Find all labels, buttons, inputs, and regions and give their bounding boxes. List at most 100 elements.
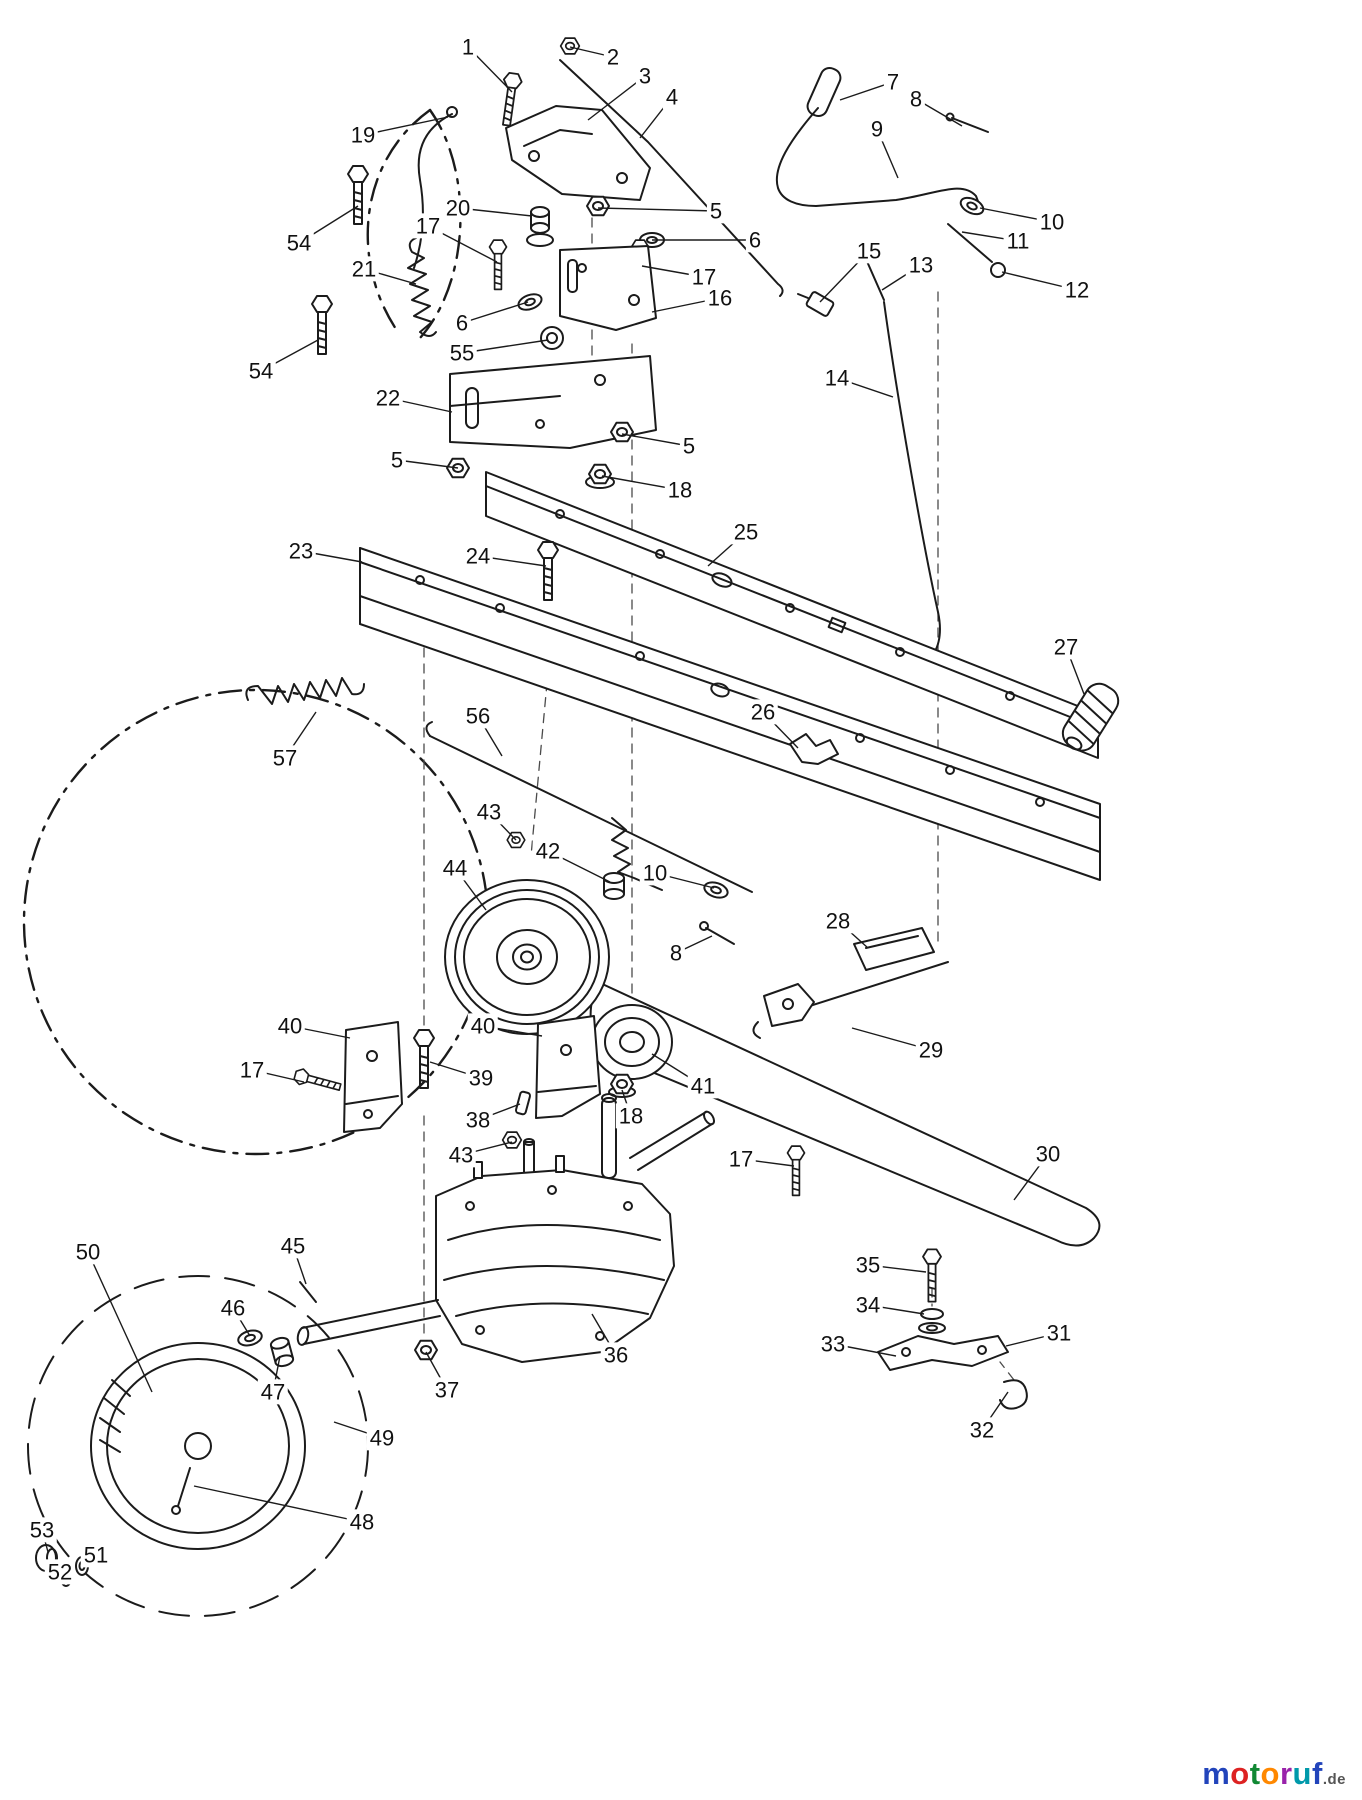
part-number-32-64: 32 — [966, 1417, 998, 1443]
rod-56 — [425, 721, 753, 893]
frame-rail-main-23 — [359, 547, 1101, 881]
shoulder-stud-20 — [526, 206, 554, 247]
motoruf-logo[interactable]: motoruf.de — [1202, 1756, 1346, 1792]
part-number-18-49: 18 — [615, 1103, 647, 1129]
part-number-49-63: 49 — [366, 1425, 398, 1451]
spring-42-region — [611, 817, 663, 891]
logo-letter-1: o — [1230, 1756, 1250, 1791]
part-number-25-29: 25 — [730, 519, 762, 545]
part-number-10-14: 10 — [1036, 209, 1068, 235]
grip-27 — [1061, 682, 1120, 752]
leader-line-6-21 — [461, 301, 529, 324]
spacer-42 — [603, 872, 625, 900]
logo-suffix: .de — [1322, 1771, 1346, 1788]
part-number-6-11: 6 — [745, 227, 765, 253]
spring-57 — [245, 677, 365, 705]
part-number-30-52: 30 — [1032, 1141, 1064, 1167]
part-number-40-44: 40 — [467, 1013, 499, 1039]
flange-nut-18a — [585, 463, 615, 489]
part-number-12-16: 12 — [1061, 277, 1093, 303]
part-number-8-40: 8 — [666, 940, 686, 966]
part-number-20-8: 20 — [442, 195, 474, 221]
leader-line-48-66 — [193, 1485, 363, 1523]
clip-32 — [999, 1379, 1028, 1410]
part-number-2-1: 2 — [603, 44, 623, 70]
engine-mount-bracket — [505, 105, 651, 201]
part-number-22-25: 22 — [372, 385, 404, 411]
part-number-11-15: 11 — [1003, 228, 1033, 254]
part-number-8-5: 8 — [906, 86, 926, 112]
part-number-17-10: 17 — [412, 213, 444, 239]
cable-19 — [413, 106, 458, 269]
key-38 — [514, 1090, 532, 1116]
part-number-44-39: 44 — [439, 855, 471, 881]
part-number-15-12: 15 — [853, 238, 885, 264]
part-number-7-4: 7 — [883, 69, 903, 95]
clutch-handle — [775, 66, 983, 213]
logo-letter-4: r — [1279, 1756, 1293, 1791]
roll-pin-45 — [299, 1281, 317, 1303]
part-number-1-0: 1 — [458, 34, 478, 60]
part-number-45-53: 45 — [277, 1233, 309, 1259]
part-number-24-31: 24 — [462, 543, 494, 569]
part-number-29-42: 29 — [915, 1037, 947, 1063]
spacer-55 — [540, 326, 564, 350]
washers-34 — [918, 1308, 946, 1334]
bracket-33-31 — [877, 1335, 1009, 1371]
bracket-40-right — [535, 1015, 601, 1119]
part-number-42-37: 42 — [532, 838, 564, 864]
logo-letter-0: m — [1202, 1756, 1231, 1791]
logo-letter-2: t — [1249, 1756, 1261, 1791]
part-number-39-46: 39 — [465, 1065, 497, 1091]
part-number-6-21: 6 — [452, 310, 472, 336]
part-number-33-61: 33 — [817, 1331, 849, 1357]
brake-linkage — [752, 927, 949, 1039]
drive-pulley-44 — [444, 879, 610, 1035]
spring-21 — [407, 237, 437, 337]
idler-pulley-41 — [591, 1004, 673, 1080]
part-number-5-27: 5 — [387, 447, 407, 473]
part-number-18-28: 18 — [664, 477, 696, 503]
frame-rail-upper-25 — [485, 471, 1099, 759]
part-number-14-23: 14 — [821, 365, 853, 391]
mounting-bracket-22 — [449, 355, 657, 449]
part-number-55-22: 55 — [446, 340, 478, 366]
part-number-5-9: 5 — [706, 198, 726, 224]
part-number-27-32: 27 — [1050, 634, 1082, 660]
part-number-9-6: 9 — [867, 116, 887, 142]
logo-letter-3: o — [1260, 1756, 1280, 1791]
part-number-47-60: 47 — [257, 1379, 289, 1405]
part-number-53-65: 53 — [26, 1517, 58, 1543]
part-number-35-55: 35 — [852, 1252, 884, 1278]
part-number-5-26: 5 — [679, 433, 699, 459]
part-number-43-50: 43 — [445, 1142, 477, 1168]
part-number-54-19: 54 — [283, 230, 315, 256]
part-number-52-68: 52 — [44, 1559, 76, 1585]
part-number-10-38: 10 — [639, 860, 671, 886]
transaxle-36 — [296, 1093, 716, 1363]
part-number-19-7: 19 — [347, 122, 379, 148]
part-number-46-57: 46 — [217, 1295, 249, 1321]
logo-word: motoruf — [1202, 1756, 1323, 1791]
clutch-rod-4 — [559, 59, 784, 297]
part-number-50-54: 50 — [72, 1239, 104, 1265]
part-number-23-30: 23 — [285, 538, 317, 564]
part-number-3-2: 3 — [635, 63, 655, 89]
part-number-28-41: 28 — [822, 908, 854, 934]
part-number-43-36: 43 — [473, 799, 505, 825]
part-number-26-33: 26 — [747, 699, 779, 725]
part-number-13-13: 13 — [905, 252, 937, 278]
part-number-16-18: 16 — [704, 285, 736, 311]
leader-line-5-27 — [396, 459, 459, 469]
part-number-31-62: 31 — [1043, 1320, 1075, 1346]
part-number-40-43: 40 — [274, 1013, 306, 1039]
part-number-34-56: 34 — [852, 1292, 884, 1318]
part-number-21-20: 21 — [348, 256, 380, 282]
bracket-40-left — [343, 1021, 403, 1133]
support-bracket-16 — [559, 245, 657, 331]
leader-line-5-26 — [621, 433, 690, 447]
logo-letter-6: f — [1311, 1756, 1323, 1791]
